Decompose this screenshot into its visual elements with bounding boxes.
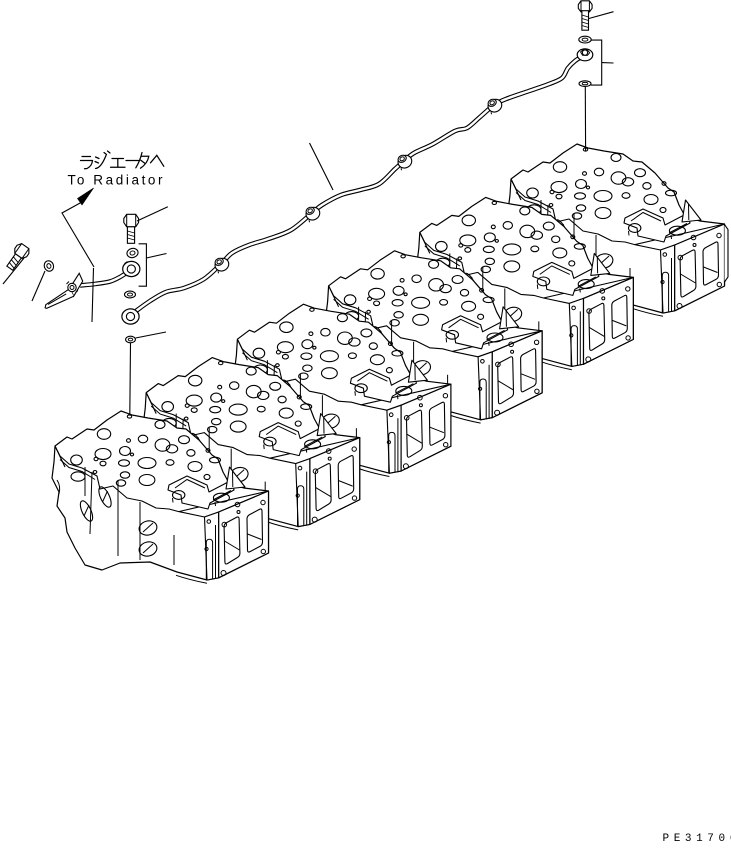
svg-text:PE31706: PE31706 [663,833,731,843]
svg-text:To Radiator: To Radiator [68,173,166,188]
